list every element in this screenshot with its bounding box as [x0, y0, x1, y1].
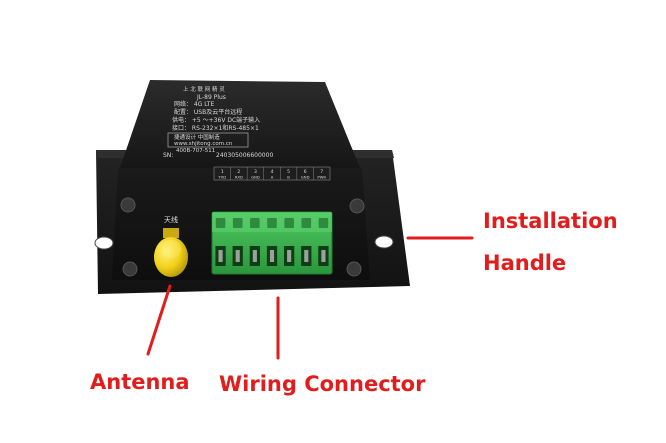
slogan: 捷通设计 中国制造	[174, 133, 220, 141]
terminal-contact	[252, 250, 257, 262]
terminal-screw[interactable]	[267, 218, 277, 228]
terminal-contact	[321, 250, 326, 262]
website: www.shjitong.com.cn	[174, 141, 233, 147]
pin-number: 6	[304, 169, 307, 175]
pin-number: 4	[271, 169, 274, 175]
wiring-connector-caption: Wiring Connector	[219, 372, 426, 396]
pin-name: B	[287, 175, 290, 180]
pin-name: GND	[251, 175, 260, 180]
terminal-screw[interactable]	[250, 218, 260, 228]
terminal-screw[interactable]	[301, 218, 312, 228]
pin-number: 5	[287, 169, 290, 175]
spec-port: 接口： RS-232×1和RS-485×1	[172, 124, 259, 132]
antenna-leader	[146, 284, 172, 356]
terminal-contact	[304, 250, 309, 262]
spec-power: 供电： +5 ～+36V DC端子输入	[172, 116, 260, 124]
antenna-connector[interactable]	[154, 228, 188, 277]
brand-line: 上 北 联 网 精 灵	[183, 85, 225, 93]
installation-handle-caption-line1: Installation	[483, 209, 618, 233]
screw-icons	[120, 197, 365, 277]
mount-hole-left	[94, 236, 114, 250]
antenna-label: 天线	[164, 215, 178, 224]
terminal-screw[interactable]	[215, 218, 226, 228]
terminal-contact	[269, 250, 275, 262]
wiring-connector[interactable]	[211, 211, 333, 275]
terminal-contact	[235, 250, 240, 262]
pin-number: 3	[254, 169, 257, 175]
device-print: 上 北 联 网 精 灵 JL-89 Plus 网络： 4G LTE 配置： US…	[163, 85, 273, 159]
spec-config: 配置： USB及云平台远程	[174, 108, 242, 116]
pin-number: 7	[320, 169, 323, 175]
serial-label: SN:	[163, 152, 173, 159]
installation-handle-caption-line2: Handle	[483, 251, 567, 275]
model-name: JL-89 Plus	[196, 94, 226, 101]
terminal-screw[interactable]	[232, 218, 243, 228]
terminal-contact	[287, 250, 292, 262]
pin-name: PWR	[317, 175, 326, 180]
antenna-caption: Antenna	[90, 370, 190, 394]
pin-number: 2	[237, 169, 240, 175]
terminal-contact	[218, 250, 223, 262]
spec-network: 网络： 4G LTE	[174, 100, 214, 108]
annotation-lines	[146, 236, 474, 360]
device-top-face	[120, 80, 360, 168]
terminal-screw[interactable]	[318, 218, 329, 228]
pin-name: RXD	[235, 175, 243, 180]
mount-hole-right	[374, 235, 394, 249]
terminal-screw[interactable]	[284, 218, 294, 228]
hotline: 400B-707-511	[176, 148, 215, 154]
pin-name: TXD	[217, 175, 226, 180]
pin-name: A	[271, 175, 274, 180]
pin-name: GND	[301, 175, 310, 180]
serial-number: 240305006600000	[216, 152, 273, 159]
pin-number: 1	[221, 169, 224, 175]
